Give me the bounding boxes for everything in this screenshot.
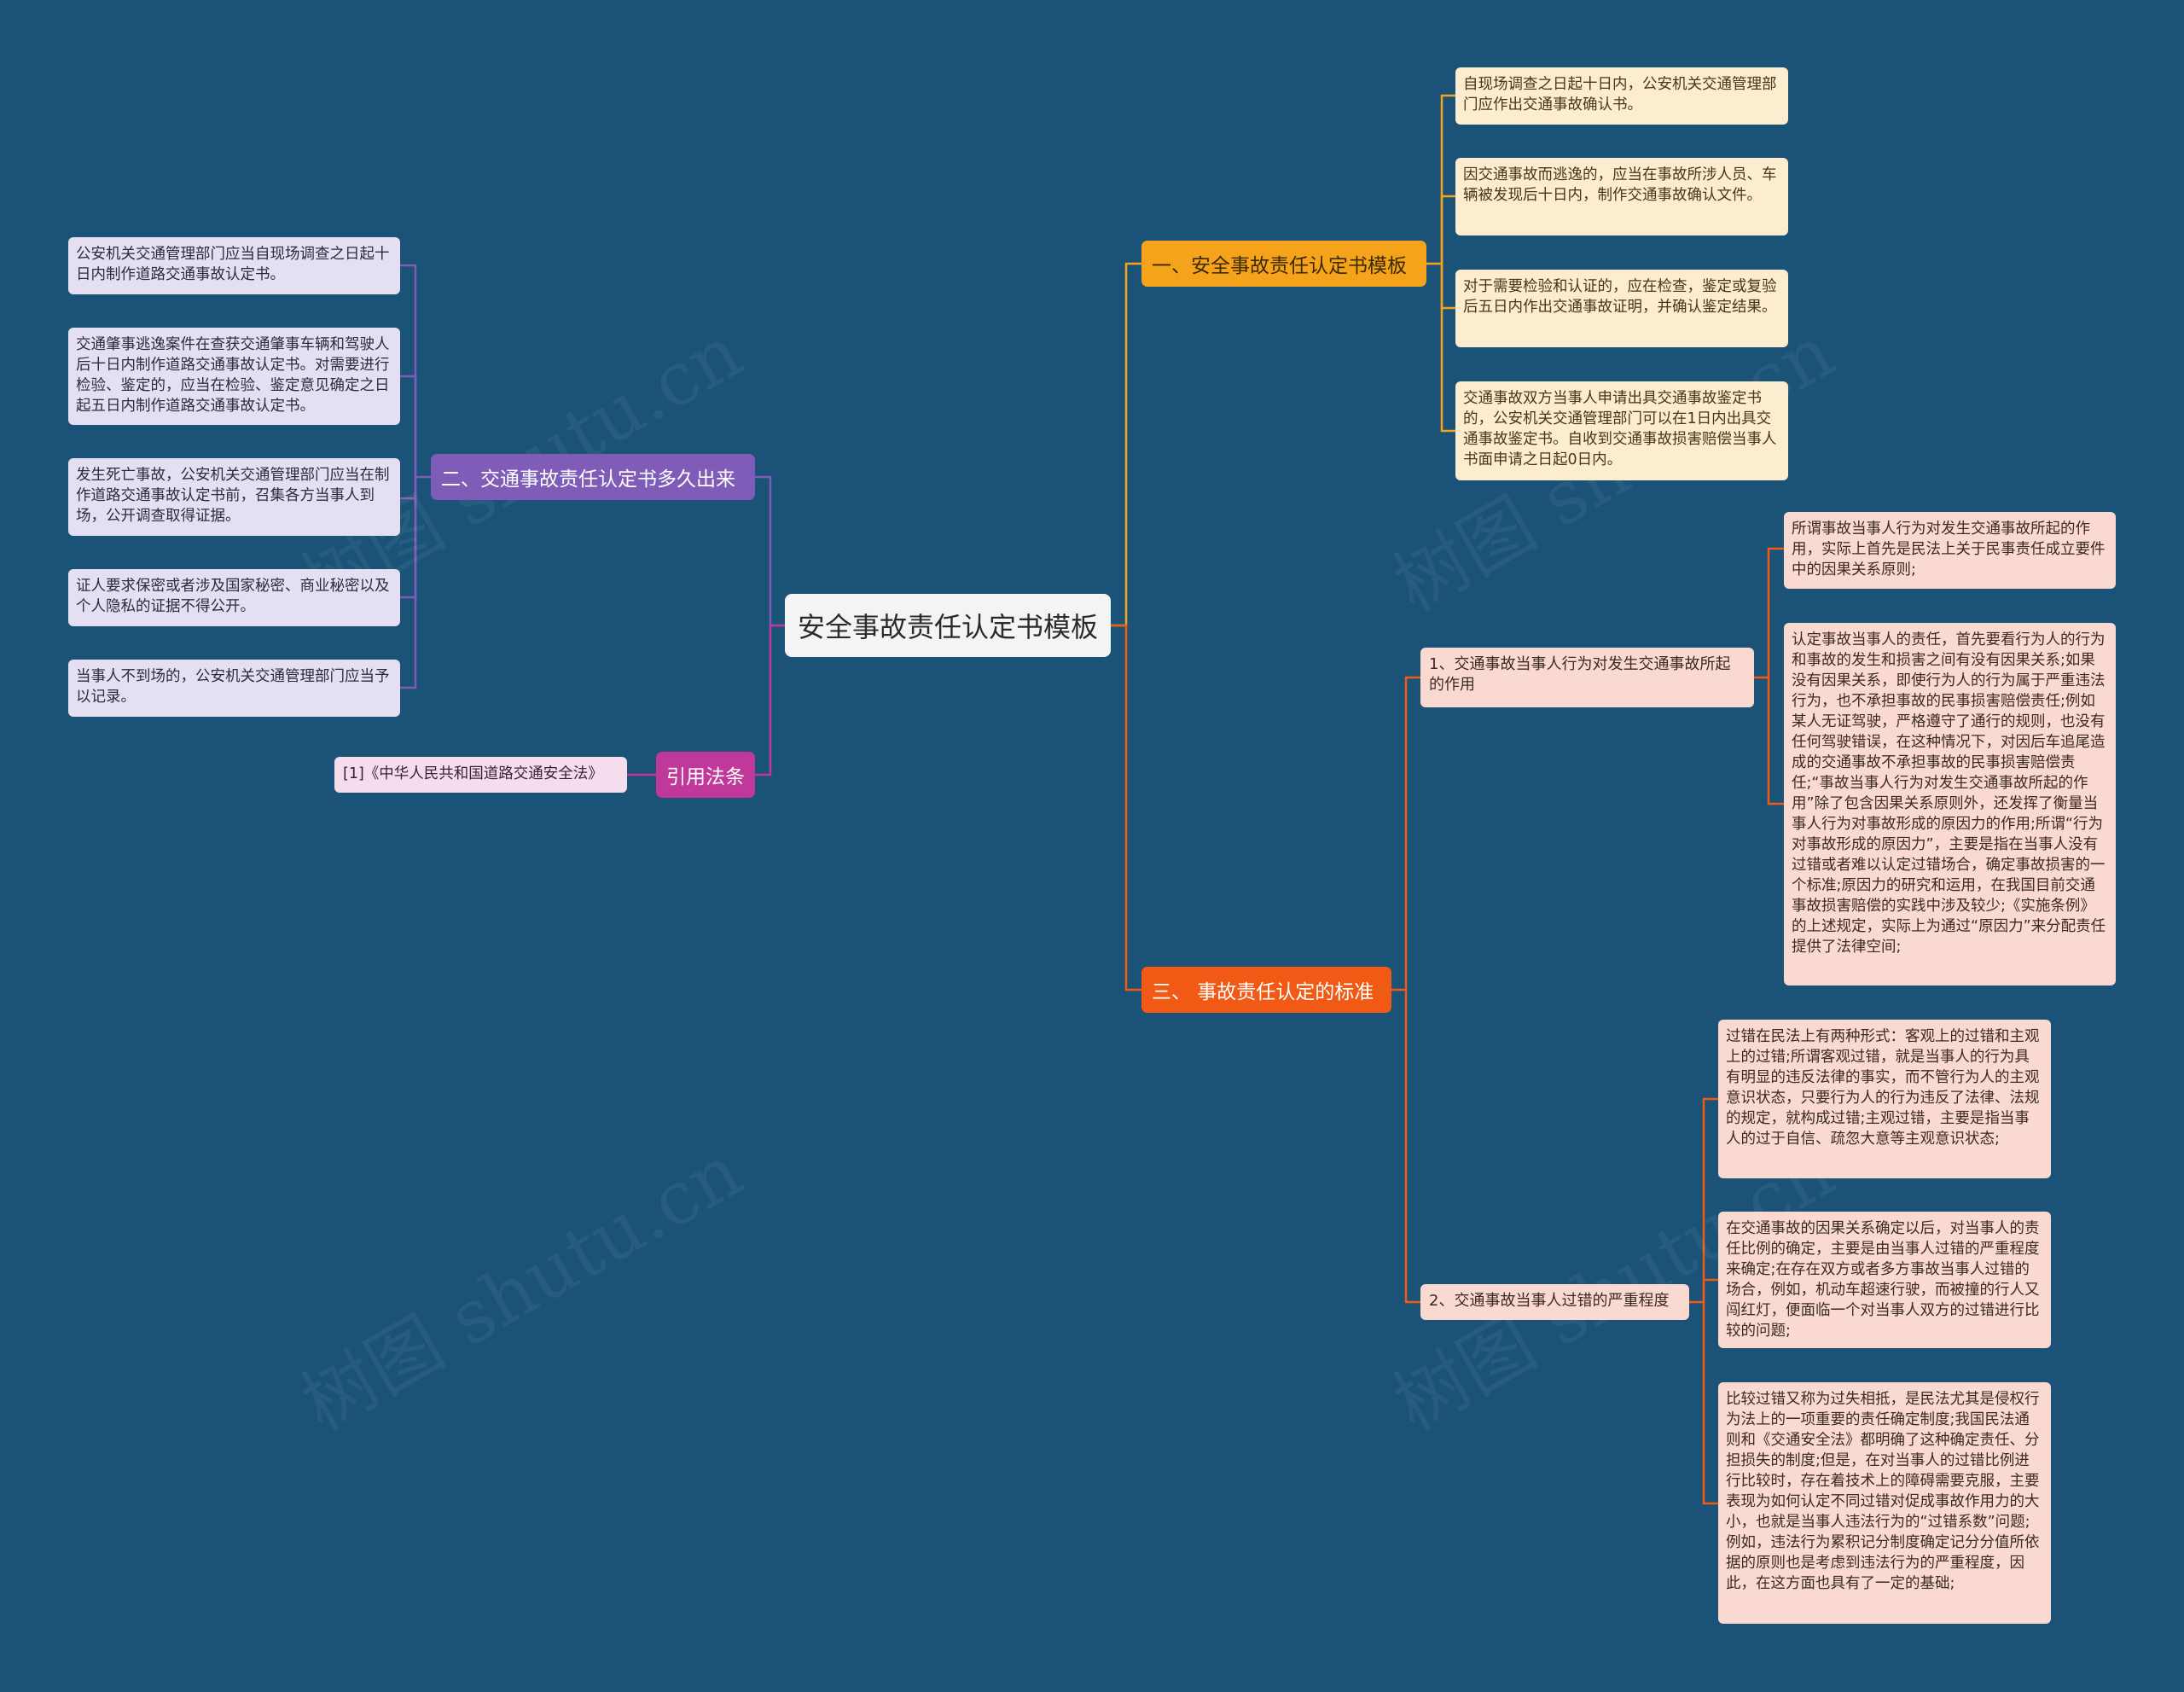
causation-leaf[interactable]: 认定事故当事人的责任，首先要看行为人的行为和事故的发生和损害之间有没有因果关系;… [1784,623,2116,986]
duration-leaf[interactable]: 发生死亡事故，公安机关交通管理部门应当在制作道路交通事故认定书前，召集各方当事人… [68,458,400,536]
template-leaf[interactable]: 自现场调查之日起十日内，公安机关交通管理部门应作出交通事故确认书。 [1455,67,1788,125]
root-topic[interactable]: 安全事故责任认定书模板 [785,594,1111,657]
duration-leaf[interactable]: 交通肇事逃逸案件在查获交通肇事车辆和驾驶人后十日内制作道路交通事故认定书。对需要… [68,328,400,425]
causation-leaf[interactable]: 所谓事故当事人行为对发生交通事故所起的作用，实际上首先是民法上关于民事责任成立要… [1784,512,2116,589]
branch-template[interactable]: 一、安全事故责任认定书模板 [1141,241,1426,287]
fault-leaf[interactable]: 比较过错又称为过失相抵，是民法尤其是侵权行为法上的一项重要的责任确定制度;我国民… [1718,1382,2051,1624]
template-leaf[interactable]: 交通事故双方当事人申请出具交通事故鉴定书的，公安机关交通管理部门可以在1日内出具… [1455,381,1788,480]
branch-citation[interactable]: 引用法条 [656,752,755,798]
standard-sub-fault[interactable]: 2、交通事故当事人过错的严重程度 [1420,1284,1689,1320]
template-leaf[interactable]: 对于需要检验和认证的，应在检查，鉴定或复验后五日内作出交通事故证明，并确认鉴定结… [1455,270,1788,347]
standard-sub-causation[interactable]: 1、交通事故当事人行为对发生交通事故所起的作用 [1420,648,1754,707]
branch-duration[interactable]: 二、交通事故责任认定书多久出来 [431,454,755,500]
fault-leaf[interactable]: 过错在民法上有两种形式：客观上的过错和主观上的过错;所谓客观过错，就是当事人的行… [1718,1020,2051,1178]
template-leaf[interactable]: 因交通事故而逃逸的，应当在事故所涉人员、车辆被发现后十日内，制作交通事故确认文件… [1455,158,1788,235]
duration-leaf[interactable]: 公安机关交通管理部门应当自现场调查之日起十日内制作道路交通事故认定书。 [68,237,400,294]
citation-leaf[interactable]: [1]《中华人民共和国道路交通安全法》 [334,757,627,793]
branch-standard[interactable]: 三、 事故责任认定的标准 [1141,967,1391,1013]
duration-leaf[interactable]: 当事人不到场的，公安机关交通管理部门应当予以记录。 [68,660,400,717]
fault-leaf[interactable]: 在交通事故的因果关系确定以后，对当事人的责任比例的确定，主要是由当事人过错的严重… [1718,1212,2051,1348]
duration-leaf[interactable]: 证人要求保密或者涉及国家秘密、商业秘密以及个人隐私的证据不得公开。 [68,569,400,626]
